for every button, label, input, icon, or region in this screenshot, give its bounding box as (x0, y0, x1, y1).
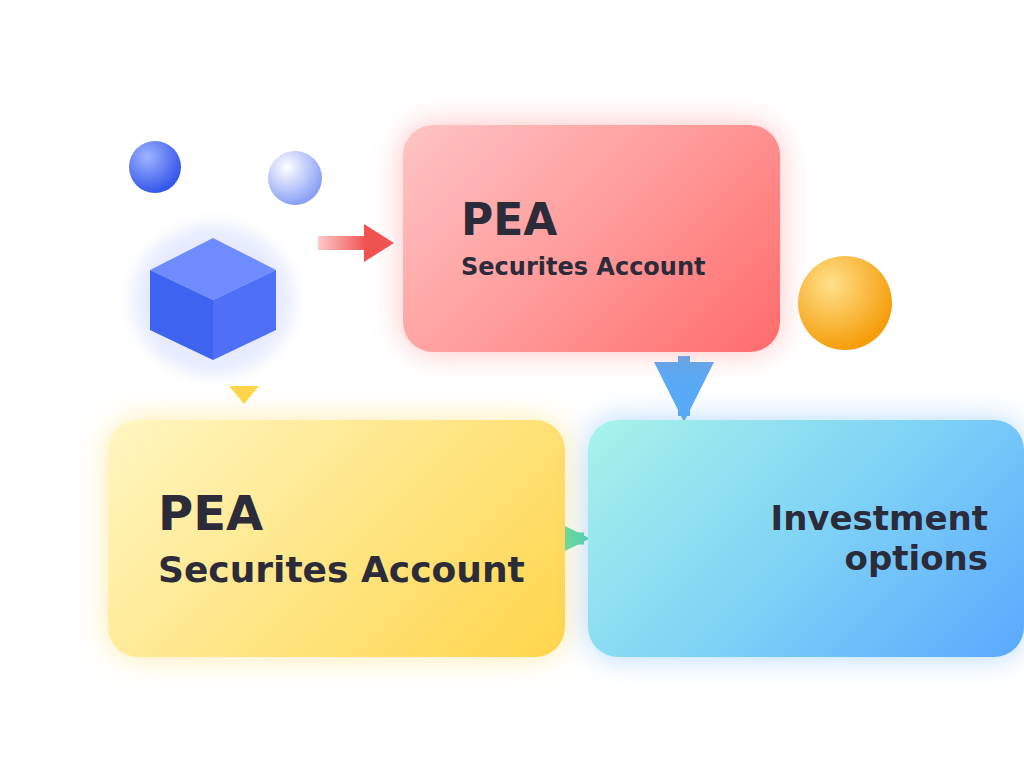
flow-arrow (678, 356, 690, 416)
arrow-head (229, 386, 259, 404)
cube-left (150, 270, 213, 360)
sphere (129, 141, 181, 193)
box-heading: PEA (461, 195, 740, 246)
process-box: PEA Securites Account (403, 125, 780, 352)
sphere (268, 151, 322, 205)
box-text: Securites Account (461, 254, 740, 282)
box-heading: Investment options (644, 499, 988, 577)
process-box: PEA Securites Account (108, 420, 565, 657)
flow-arrow (569, 533, 584, 545)
cube-glow (133, 225, 293, 375)
box-heading: PEA (158, 486, 525, 541)
arrow-head (364, 224, 394, 262)
arrow-shaft (318, 236, 366, 250)
box-text: Securites Account (158, 549, 525, 590)
cube-right (213, 270, 276, 360)
sphere (798, 256, 892, 350)
process-box: Investment options (588, 420, 1024, 657)
